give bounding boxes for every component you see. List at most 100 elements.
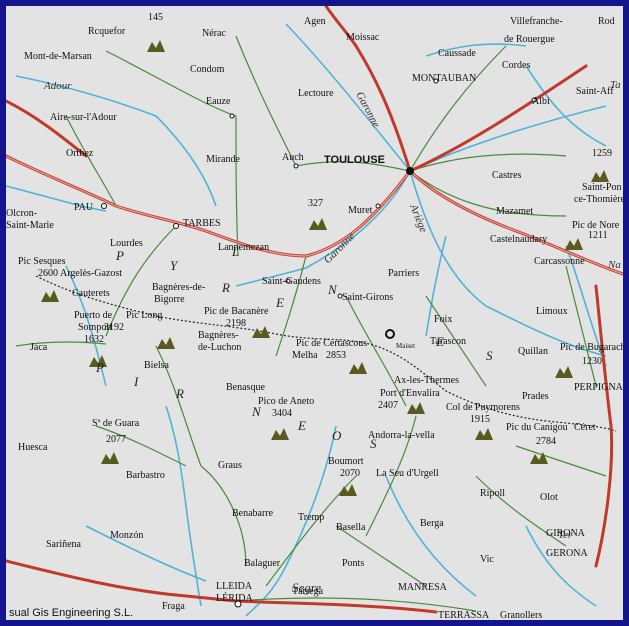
city-label[interactable]: Mirande [206,154,240,165]
city-label[interactable]: Castelnaudary [490,234,547,245]
city-label[interactable]: Ripoll [480,488,505,499]
city-label[interactable]: ce-Thomière [574,194,623,205]
peak-elevation: 2070 [340,468,360,479]
city-label[interactable]: Sª de Guara [92,418,140,429]
city-label[interactable]: Berga [420,518,444,529]
city-label[interactable]: Olcron- [6,208,37,219]
city-label[interactable]: Auch [282,152,304,163]
city-label[interactable]: Bigorre [154,294,185,305]
city-label[interactable]: Rcquefor [88,26,126,37]
city-label[interactable]: Pic de Bacanère [204,306,269,317]
city-label[interactable]: Monzón [110,530,143,541]
city-label[interactable]: Saint-Gaudens [262,276,321,287]
city-label[interactable]: Olot [540,492,558,503]
map-canvas[interactable]: Adour Garonne Garonne Ariège Segre Ter T… [6,6,623,620]
city-label[interactable]: Graus [218,460,242,471]
city-label[interactable]: Huesca [18,442,48,453]
city-label[interactable]: GERONA [546,548,588,559]
city-label[interactable]: Parriers [388,268,419,279]
city-label[interactable]: Pic Long [126,310,162,321]
city-label[interactable]: Ax-les-Thermes [394,375,459,386]
city-label[interactable]: Aire-sur-l'Adour [50,112,117,123]
city-label[interactable]: Jaca [30,342,48,353]
city-label[interactable]: Castres [492,170,522,181]
city-label[interactable]: Nérac [202,28,226,39]
city-label[interactable]: Céret [574,422,596,433]
city-label[interactable]: Puerto de [74,310,113,321]
city-label[interactable]: Pic de Nore [572,220,620,231]
city-label[interactable]: Somport [78,322,113,333]
city-label[interactable]: Orthez [66,148,94,159]
city-label[interactable]: Cauterets [72,288,110,299]
city-label[interactable]: Tremp [298,512,324,523]
region-letter: E [275,295,284,310]
city-label[interactable]: Pico de Aneto [258,396,314,407]
city-label[interactable]: Limoux [536,306,568,317]
city-label[interactable]: La Seu d'Urgell [376,468,439,479]
city-label[interactable]: Ponts [342,558,364,569]
city-label[interactable]: Benasque [226,382,265,393]
city-label[interactable]: Moissac [346,32,380,43]
city-label[interactable]: Balaguer [244,558,281,569]
city-label[interactable]: Granollers [500,610,542,620]
city-label[interactable]: Port d'Envalira [380,388,440,399]
city-label[interactable]: Mont-de-Marsan [24,51,92,62]
city-label[interactable]: Pic Sesques [18,256,66,267]
city-label[interactable]: Albi [532,96,550,107]
city-label[interactable]: Pic de Bugarach [560,342,623,353]
city-label[interactable]: Cordes [502,60,530,71]
city-label[interactable]: Carcassonne [534,256,585,267]
city-label[interactable]: TERRASSA [438,610,490,620]
city-label[interactable]: MONTAUBAN [412,73,476,84]
city-label[interactable]: Foix [434,314,452,325]
city-label[interactable]: LÉRIDA [216,592,253,604]
city-label[interactable]: Vic [480,554,494,565]
city-label[interactable]: Villefranche- [510,16,563,27]
city-label[interactable]: Fraga [162,601,185,612]
city-label[interactable]: Condom [190,64,225,75]
city-label[interactable]: Saint-Marie [6,220,54,231]
city-label[interactable]: PERPIGNA [574,382,623,393]
city-label[interactable]: Bagnères-de- [152,282,205,293]
city-label[interactable]: MANRESA [398,582,448,593]
region-letter: O [332,428,342,443]
city-label[interactable]: GIRONA [546,528,586,539]
city-label[interactable]: Col de Puymorens [446,402,520,413]
city-label[interactable]: Eauze [206,96,231,107]
city-label[interactable]: Basella [336,522,366,533]
city-label[interactable]: de Rouergue [504,34,555,45]
city-label[interactable]: Saint-Aff [576,86,614,97]
city-label[interactable]: Caussade [438,48,476,59]
city-label[interactable]: PAU [74,202,94,213]
city-label[interactable]: Lectoure [298,88,334,99]
city-label[interactable]: Saint-Girons [342,292,393,303]
city-label[interactable]: Pic de Certascous [296,338,367,349]
city-label-toulouse[interactable]: TOULOUSE [324,154,385,166]
city-label[interactable]: Bielsa [144,360,170,371]
city-label[interactable]: Argelès-Gazost [60,268,122,279]
city-label[interactable]: de-Luchon [198,342,241,353]
city-label[interactable]: Melha [292,350,318,361]
city-label[interactable]: Maiset [396,342,415,350]
national-border [35,275,617,432]
city-label[interactable]: Pic du Canigou [506,422,568,433]
city-label[interactable]: Muret [348,205,373,216]
city-label[interactable]: Tárrega [292,586,324,597]
city-label[interactable]: Barbastro [126,470,165,481]
city-label[interactable]: Andorra-la-vella [368,430,435,441]
city-label[interactable]: Sariñena [46,539,82,550]
city-label[interactable]: Rod [598,16,615,27]
city-label[interactable]: Agen [304,16,326,27]
city-label[interactable]: Tarascon [430,336,466,347]
city-label[interactable]: Mazamet [496,206,533,217]
city-label[interactable]: Lannemezan [218,242,269,253]
city-label[interactable]: Prades [522,391,549,402]
city-label[interactable]: Boumort [328,456,364,467]
city-label[interactable]: Lourdes [110,238,143,249]
city-label[interactable]: Quillan [518,346,548,357]
city-label[interactable]: Benabarre [232,508,274,519]
city-label[interactable]: TARBES [183,218,221,229]
city-label[interactable]: Saint-Pon [582,182,621,193]
city-label[interactable]: Bagnères- [198,330,239,341]
city-label[interactable]: LLEIDA [216,581,253,592]
